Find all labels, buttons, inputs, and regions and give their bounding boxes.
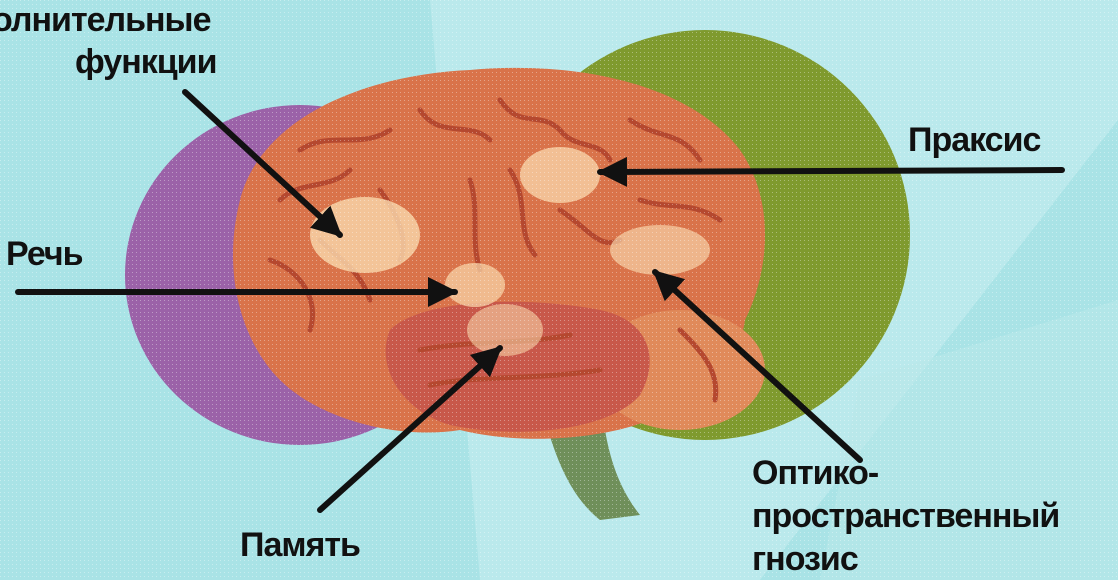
label-praxis: Праксис	[908, 122, 1040, 158]
label-gnosis-line1: Оптико-	[752, 455, 878, 491]
label-gnosis-line3: гнозис	[752, 541, 858, 577]
arrow-praxis	[600, 170, 1062, 172]
label-memory: Память	[240, 527, 360, 563]
label-executive-functions-line1: олнительные	[0, 2, 211, 38]
label-gnosis-line2: пространственный	[752, 498, 1059, 534]
label-speech: Речь	[6, 236, 83, 272]
label-executive-functions-line2: функции	[75, 44, 216, 80]
